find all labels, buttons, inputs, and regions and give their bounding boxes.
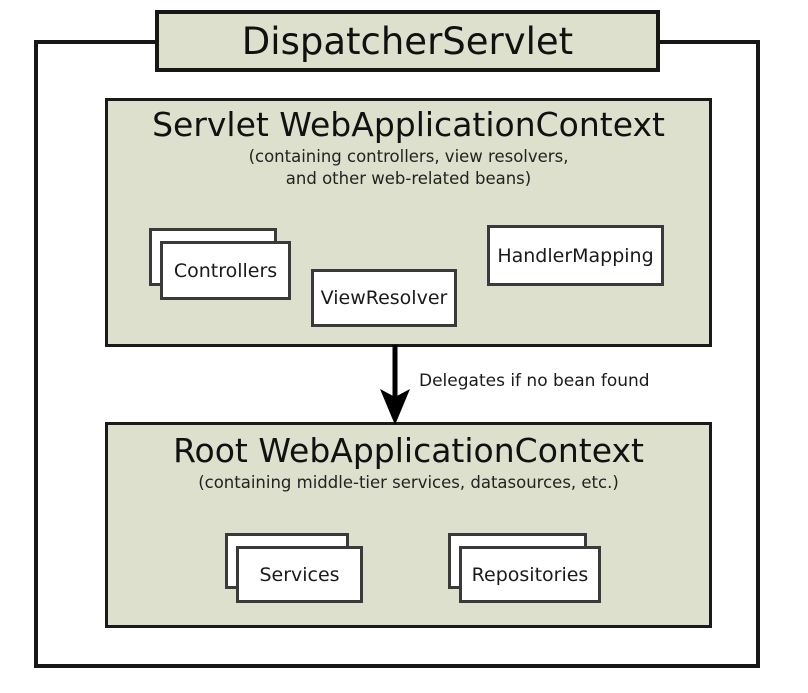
servlet-context-subtitle-line-1: (containing controllers, view resolvers,	[248, 147, 569, 167]
down-arrow-icon	[380, 345, 410, 425]
root-context-heading: Root WebApplicationContext	[173, 431, 644, 470]
dispatcher-servlet-title: DispatcherServlet	[241, 19, 574, 63]
delegation-arrow	[375, 345, 415, 425]
root-context-subtitle-line-1: (containing middle-tier services, dataso…	[198, 473, 619, 493]
bean-box-services: Services	[225, 533, 363, 603]
bean-box-repositories: Repositories	[448, 533, 601, 603]
bean-box-handler-mapping: HandlerMapping	[487, 225, 664, 286]
servlet-context-subtitle: (containing controllers, view resolvers,…	[108, 146, 709, 190]
bean-box-controllers: Controllers	[149, 228, 291, 300]
delegation-label: Delegates if no bean found	[419, 371, 650, 391]
root-context-subtitle: (containing middle-tier services, dataso…	[108, 472, 709, 494]
root-web-application-context-panel: Root WebApplicationContext (containing m…	[105, 422, 712, 628]
servlet-context-heading: Servlet WebApplicationContext	[152, 105, 665, 144]
bean-box-view-resolver: ViewResolver	[311, 269, 457, 327]
services-label: Services	[236, 546, 363, 603]
repositories-label: Repositories	[459, 546, 601, 603]
dispatcher-servlet-title-box: DispatcherServlet	[155, 10, 660, 72]
controllers-label: Controllers	[160, 241, 291, 300]
servlet-context-subtitle-line-2: and other web-related beans)	[285, 169, 532, 189]
